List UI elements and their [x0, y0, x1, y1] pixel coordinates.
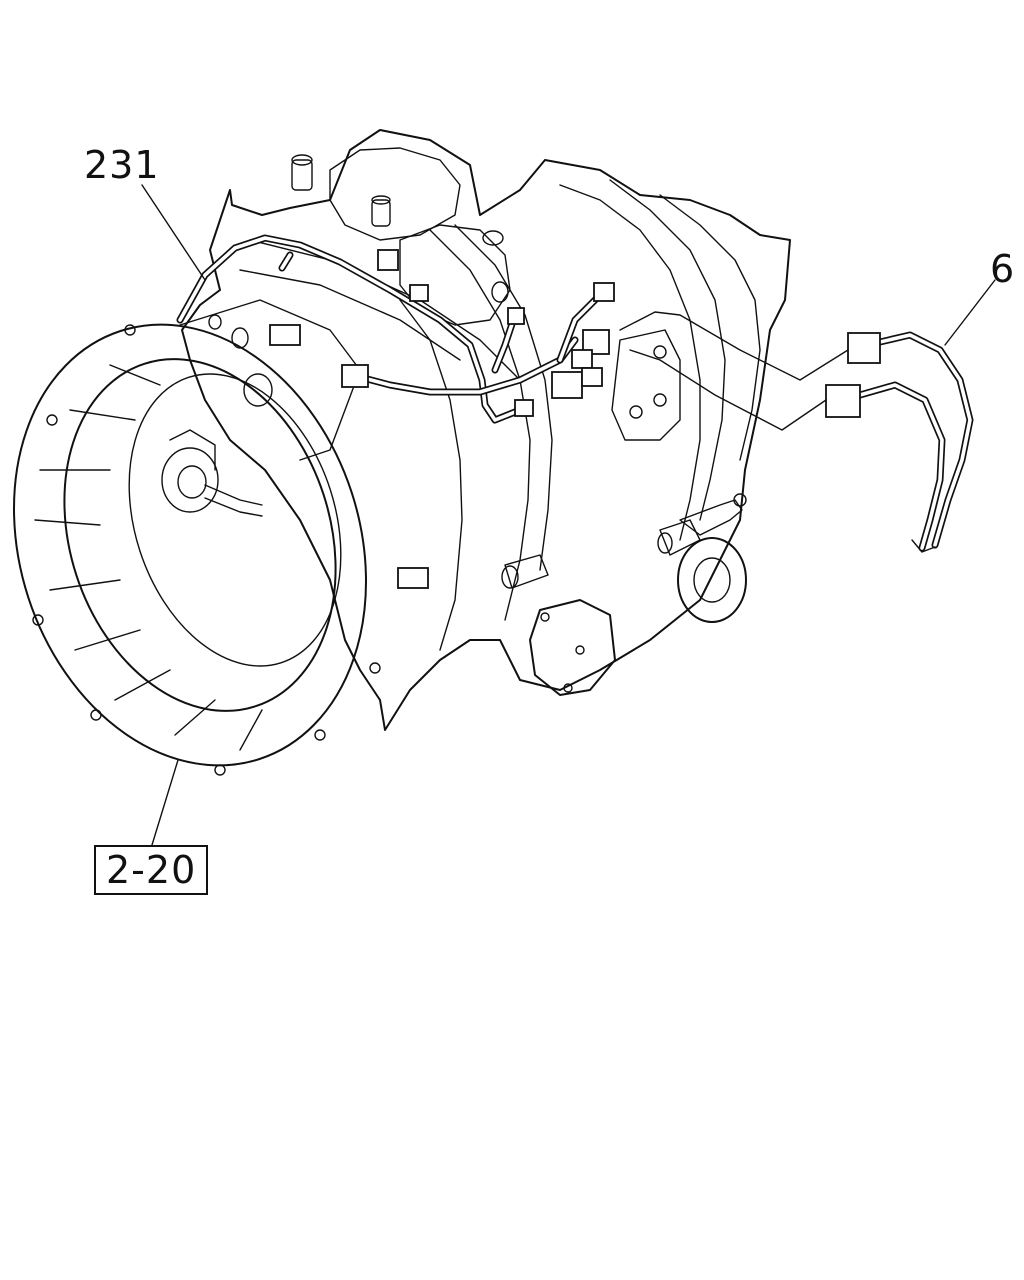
pto-bolt-2: [575, 645, 585, 655]
side-case-contour-2: [454, 224, 553, 571]
shift-tower-post-cap: [291, 154, 313, 166]
rear-housing-contour-3: [659, 194, 761, 461]
output-flange: [677, 537, 747, 623]
cable-six-connector-a: [847, 332, 881, 364]
input-shaft: [204, 484, 263, 517]
shift-tower-body: [329, 147, 461, 241]
side-case-contour-3: [399, 299, 463, 651]
speed-sensor-tip: [733, 493, 747, 507]
callout-harness-number: 231: [84, 143, 160, 187]
side-boss-end: [657, 532, 673, 554]
leader-line-6: [944, 279, 996, 346]
bell-housing-outer-ring: [13, 323, 367, 767]
valve-port-2: [491, 281, 509, 303]
rear-mount-hole: [653, 345, 667, 359]
pto-cover: [529, 599, 616, 696]
transmission-case-outline: [181, 129, 791, 731]
callout-reference-label: 2-20: [106, 848, 197, 892]
connector-leader-line: [619, 311, 849, 381]
leader-line-ref: [151, 759, 179, 846]
connector-leader-line-2: [629, 349, 827, 431]
bell-housing-inner-ring: [63, 358, 337, 712]
front-port: [243, 373, 273, 407]
input-shaft-bearing: [161, 447, 219, 513]
pto-bolt-3: [563, 683, 573, 693]
cable-six: [825, 331, 974, 553]
harness-connectors: [269, 249, 615, 589]
rear-mount-hole-2: [653, 393, 667, 407]
input-shaft-bearing-inner: [177, 465, 207, 499]
top-cover-line-2: [239, 269, 461, 361]
shift-tower-post: [291, 159, 313, 191]
side-boss: [659, 519, 701, 556]
rear-housing-contour-2: [609, 179, 726, 521]
callout-connector-number: 6: [990, 247, 1016, 291]
pto-bolt: [540, 612, 550, 622]
side-cylinder: [504, 554, 549, 589]
shift-tower-post-cap-2: [371, 195, 391, 205]
cable-six-connector-b: [825, 384, 861, 418]
front-case-flange: [179, 299, 361, 461]
front-port-2: [231, 327, 249, 349]
shift-tower-post-2: [371, 199, 391, 227]
rear-mount-hole-3: [629, 405, 643, 419]
output-flange-inner: [693, 557, 731, 603]
speed-sensor: [679, 499, 743, 536]
bell-housing-bosses: [32, 324, 381, 776]
side-cylinder-end: [501, 565, 519, 589]
clutch-release-fork: [169, 429, 216, 471]
rear-housing-contour: [559, 184, 701, 541]
front-port-3: [208, 314, 222, 330]
callout-reference-box[interactable]: 2-20: [94, 845, 209, 895]
rear-mount-plate: [611, 329, 681, 441]
bell-housing-ribs: [34, 364, 263, 751]
bell-housing-inner-lip: [128, 373, 342, 667]
leader-line-231: [141, 184, 206, 281]
valve-port: [482, 230, 504, 246]
